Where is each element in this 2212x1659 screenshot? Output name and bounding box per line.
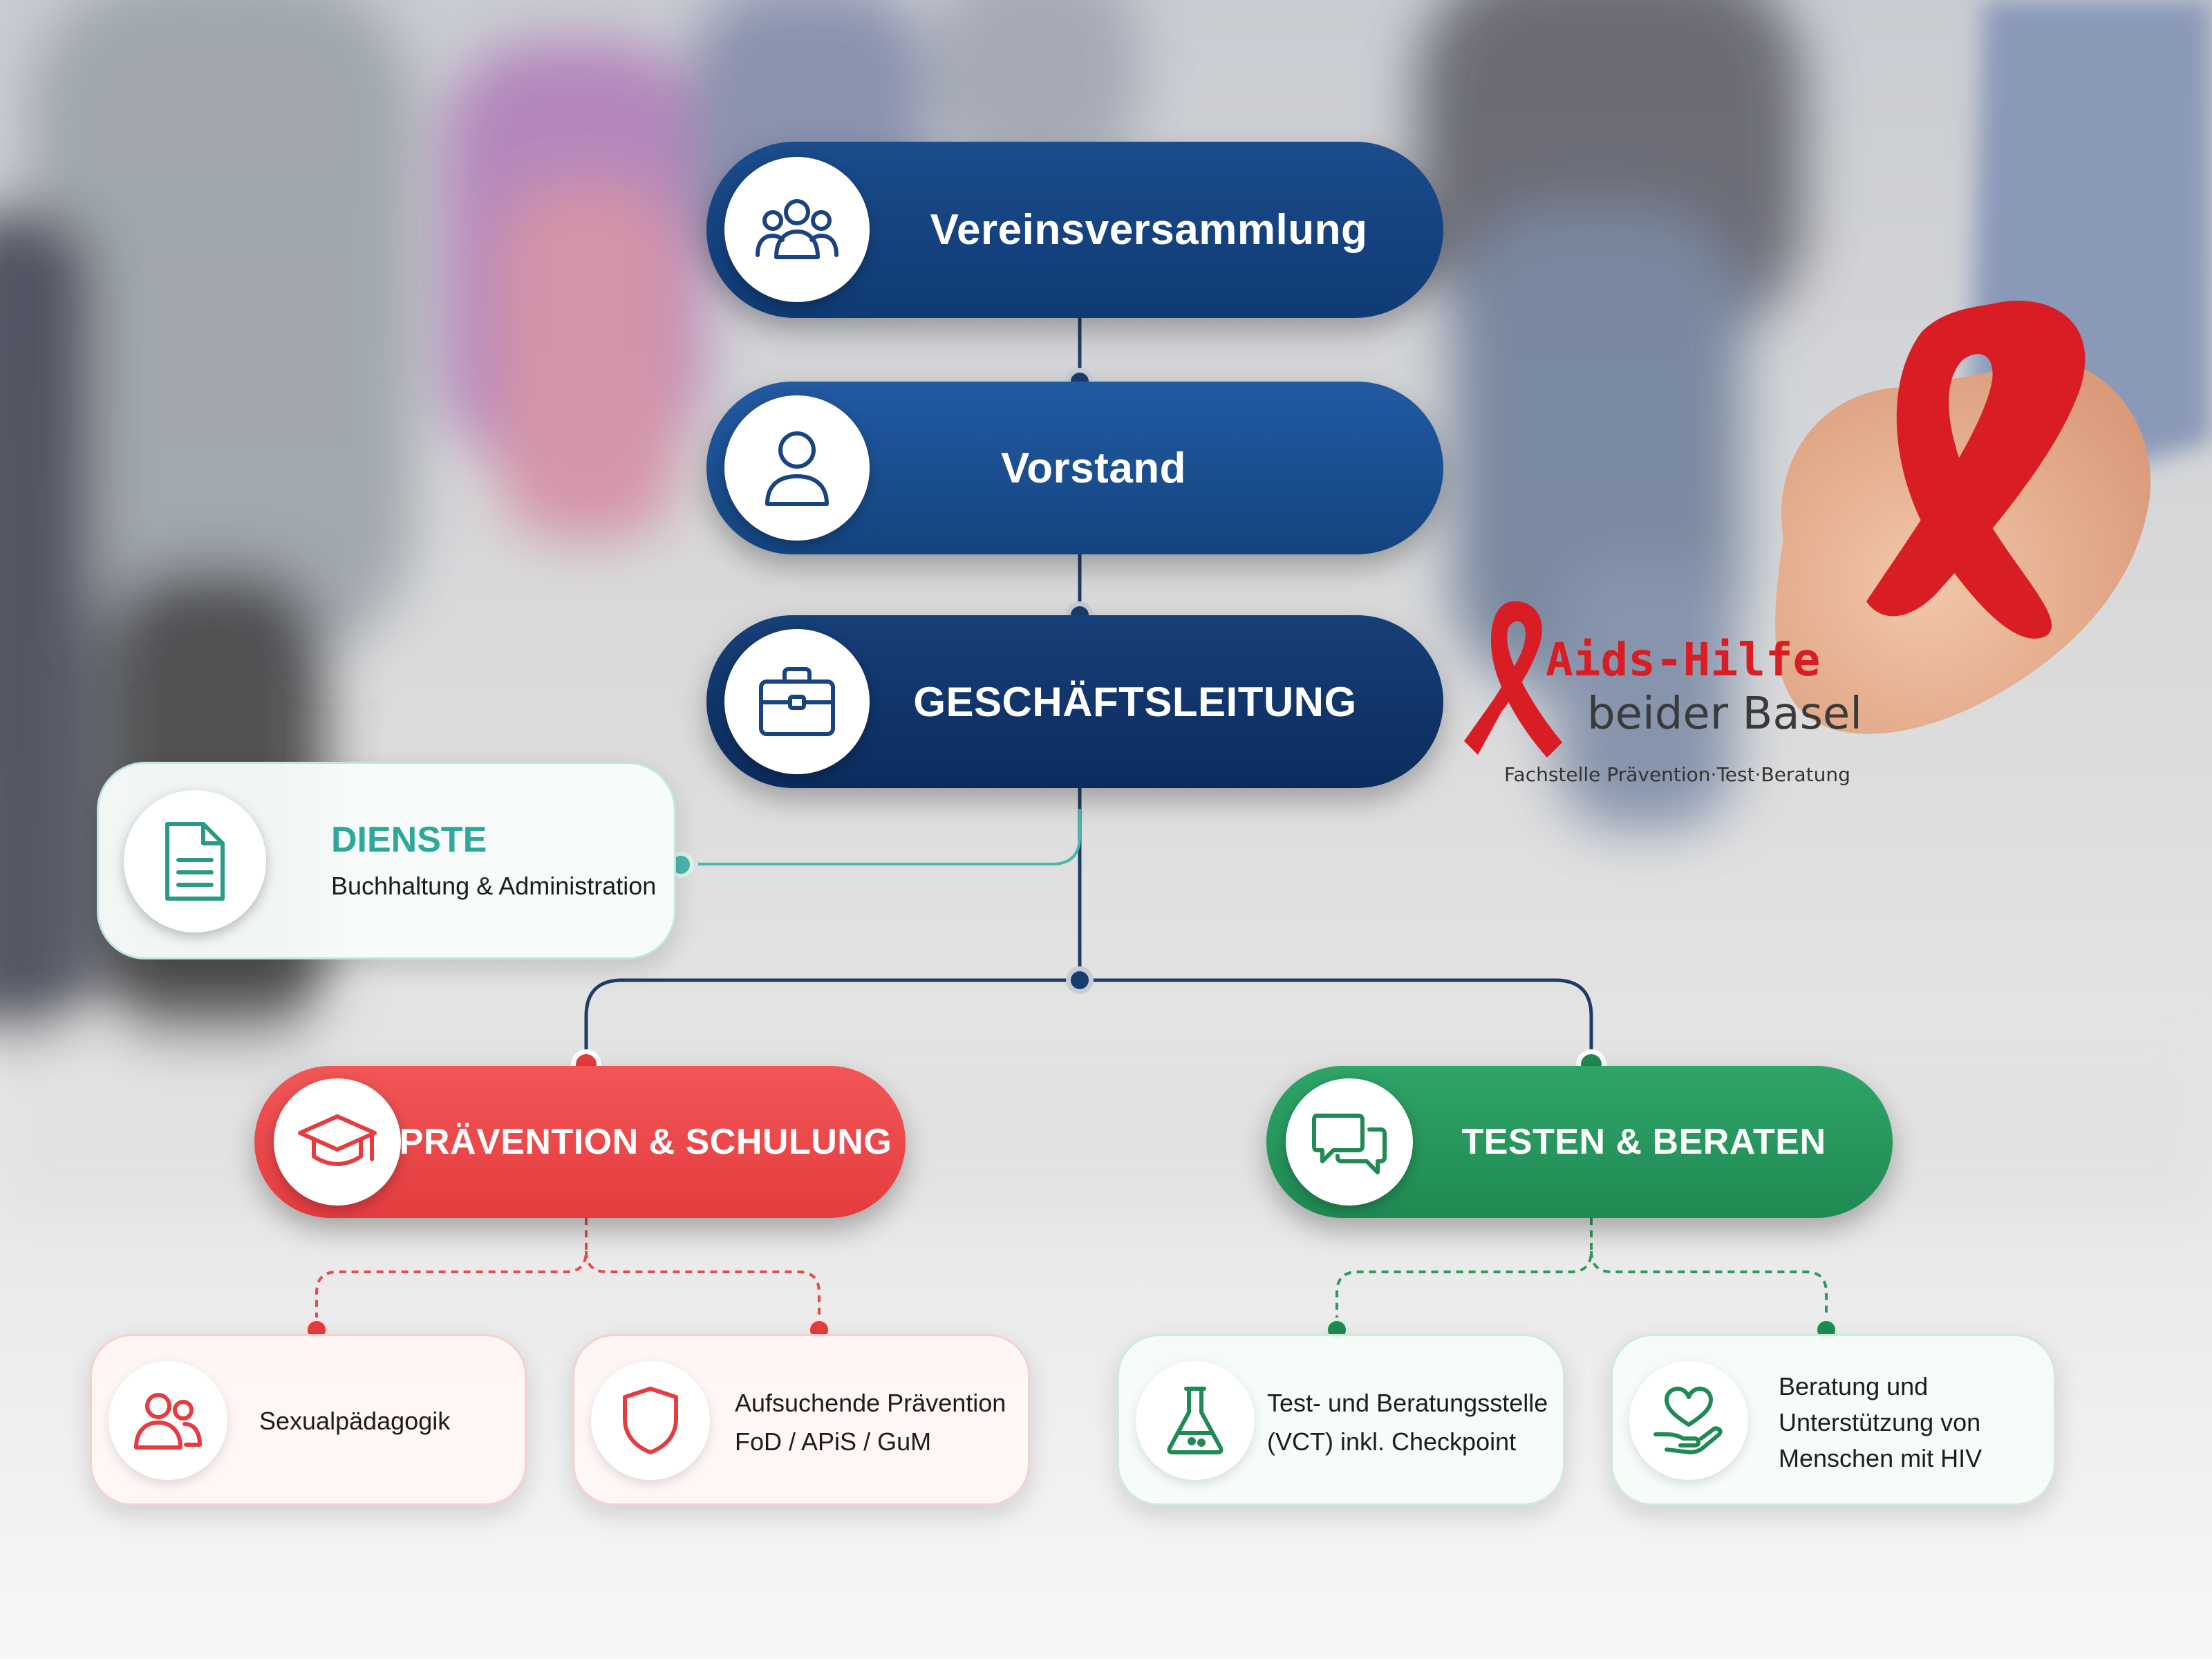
hiv-line3: Menschen mit HIV — [1779, 1444, 1983, 1472]
node-label: Vorstand — [1000, 444, 1187, 492]
node-hiv-beratung: Beratung und Unterstützung von Menschen … — [1611, 1334, 2056, 1506]
briefcase-icon-disc — [724, 629, 870, 774]
person-icon-disc — [724, 395, 870, 541]
node-geschaeftsleitung: GESCHÄFTSLEITUNG — [706, 615, 1443, 788]
node-praevention-schulung: PRÄVENTION & SCHULUNG — [254, 1066, 906, 1218]
person-icon — [765, 431, 829, 506]
document-icon-disc — [124, 790, 266, 932]
logo-aids-hilfe: Aids-Hilfe beider Basel Fachstelle Präve… — [1459, 594, 1862, 795]
node-label: Vereinsversammlung — [930, 206, 1368, 254]
node-vereinsversammlung: Vereinsversammlung — [706, 142, 1443, 318]
node-vorstand: Vorstand — [706, 382, 1443, 554]
node-aufsuchende-praevention: Aufsuchende Prävention FoD / APiS / GuM — [572, 1334, 1030, 1506]
heart-hand-icon-disc — [1629, 1361, 1748, 1480]
node-dienste: DIENSTE Buchhaltung & Administration — [97, 762, 676, 959]
dienste-subtitle: Buchhaltung & Administration — [331, 872, 657, 900]
flask-icon-disc — [1136, 1361, 1255, 1480]
aufsuchende-line2: FoD / APiS / GuM — [735, 1427, 932, 1456]
node-label: GESCHÄFTSLEITUNG — [913, 678, 1357, 725]
connector-dot — [1066, 966, 1094, 994]
aufsuchende-line1: Aufsuchende Prävention — [735, 1389, 1006, 1417]
hiv-line1: Beratung und — [1779, 1372, 1929, 1400]
node-test-beratungsstelle: Test- und Beratungsstelle (VCT) inkl. Ch… — [1117, 1334, 1565, 1506]
node-testen-beraten: TESTEN & BERATEN — [1266, 1066, 1893, 1218]
flask-icon — [1167, 1387, 1224, 1454]
hiv-line2: Unterstützung von — [1779, 1408, 1981, 1436]
people-icon-disc — [109, 1361, 227, 1480]
dienste-title: DIENSTE — [331, 820, 487, 860]
red-ribbon-icon — [1464, 601, 1562, 758]
graduation-cap-icon-disc — [274, 1078, 401, 1206]
node-sexualpaedagogik: Sexualpädagogik — [90, 1334, 527, 1506]
group-icon-disc — [724, 157, 870, 302]
group-icon — [756, 199, 838, 259]
teststelle-line2: (VCT) inkl. Checkpoint — [1267, 1427, 1517, 1456]
logo-tagline: Fachstelle Prävention·Test·Beratung — [1504, 763, 1850, 786]
people-icon — [134, 1393, 202, 1450]
teststelle-line1: Test- und Beratungsstelle — [1267, 1389, 1548, 1417]
logo-line1: Aids-Hilfe — [1546, 633, 1821, 686]
chat-bubbles-icon — [1312, 1114, 1387, 1174]
shield-icon-disc — [591, 1361, 710, 1480]
node-label: PRÄVENTION & SCHULUNG — [399, 1122, 892, 1162]
node-label: TESTEN & BERATEN — [1461, 1122, 1826, 1162]
briefcase-icon — [759, 667, 835, 736]
chat-bubbles-icon-disc — [1286, 1078, 1413, 1206]
logo-line2: beider Basel — [1587, 688, 1863, 740]
shield-icon — [623, 1387, 678, 1454]
heart-hand-icon — [1653, 1387, 1723, 1454]
document-icon — [165, 822, 225, 901]
sexualpaedagogik-label: Sexualpädagogik — [259, 1407, 451, 1435]
graduation-cap-icon — [298, 1114, 377, 1166]
